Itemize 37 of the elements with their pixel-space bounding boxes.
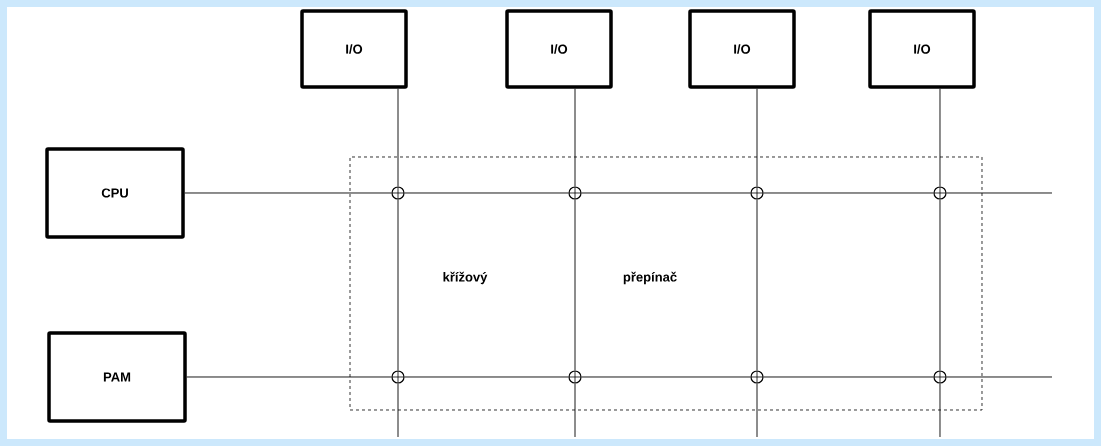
connector-line [581, 376, 751, 378]
connector-line [939, 88, 941, 187]
crosspoint-circle [933, 370, 947, 384]
connector-line [574, 383, 576, 438]
connector-line [756, 199, 758, 371]
switch-area: křížový přepínač [349, 156, 983, 411]
connector-line [397, 88, 399, 187]
connector-line [763, 192, 934, 194]
unit-box: I/O [688, 9, 796, 89]
crosspoint-circle [750, 370, 764, 384]
connector-line [939, 199, 941, 371]
crosspoint-circle [391, 370, 405, 384]
connector-line [756, 88, 758, 187]
crosspoint-circle [750, 186, 764, 200]
connector-line [397, 383, 399, 438]
connector-line [946, 376, 1053, 378]
connector-line [756, 383, 758, 438]
connector-line [184, 192, 392, 194]
crosspoint-circle [568, 370, 582, 384]
connector-line [939, 383, 941, 438]
crosspoint-circle [933, 186, 947, 200]
unit-box: I/O [868, 9, 976, 89]
connector-line [186, 376, 392, 378]
crosspoint-circle [568, 186, 582, 200]
connector-line [581, 192, 751, 194]
unit-box: I/O [300, 9, 408, 89]
connector-line [404, 376, 569, 378]
connector-line [397, 199, 399, 371]
connector-line [763, 376, 934, 378]
connector-line [574, 88, 576, 187]
crosspoint-circle [391, 186, 405, 200]
connector-line [574, 199, 576, 371]
unit-box: PAM [47, 331, 187, 423]
unit-box: CPU [45, 147, 185, 239]
connector-line [946, 192, 1053, 194]
connector-line [404, 192, 569, 194]
unit-box: I/O [505, 9, 613, 89]
